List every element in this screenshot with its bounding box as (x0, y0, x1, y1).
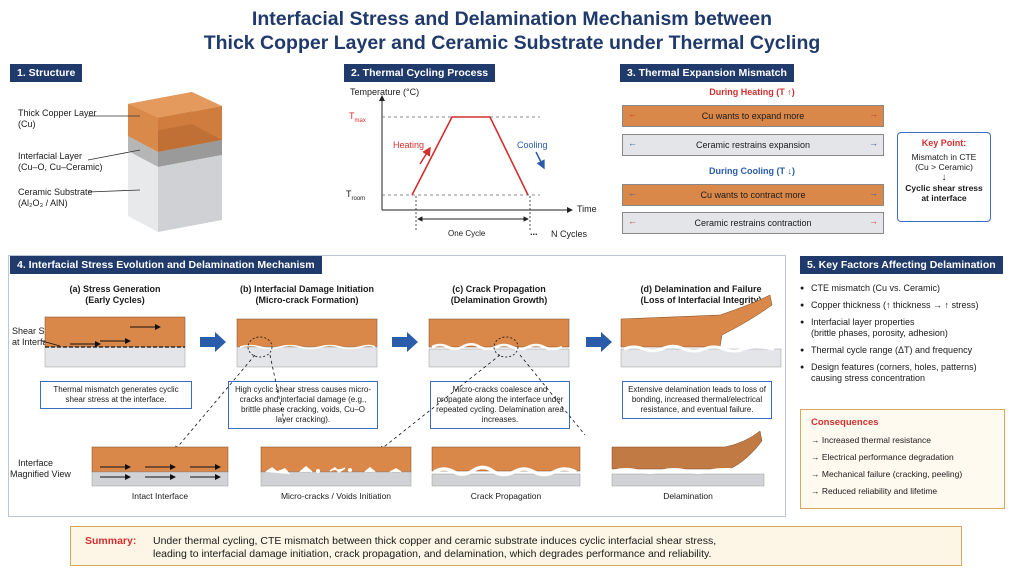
temperature-series (412, 117, 528, 195)
consequences-box: Consequences → Increased thermal resista… (800, 409, 1005, 509)
consequence-item: → Reduced reliability and lifetime (811, 486, 994, 496)
cooling-title: During Cooling (T ↓) (622, 166, 882, 177)
key-factor-line: Thermal cycle range (ΔT) and frequency (811, 345, 1020, 356)
cooling-cu-bar: ← Cu wants to contract more → (622, 184, 884, 206)
cu-label-1: Thick Copper Layer (18, 108, 97, 119)
dots-label: ... (530, 227, 538, 238)
key-factor-item: Thermal cycle range (ΔT) and frequency (800, 345, 1020, 356)
cu-label-2: (Cu) (18, 119, 36, 130)
key-factor-item: CTE mismatch (Cu vs. Ceramic) (800, 283, 1020, 294)
section-2-header: 2. Thermal Cycling Process (344, 64, 495, 82)
arrow-left-icon: ← (628, 109, 637, 119)
arrow-left-icon: ← (628, 216, 637, 226)
key-factor-item: Copper thickness (↑ thickness → ↑ stress… (800, 300, 1020, 311)
cooling-arrow (536, 152, 544, 168)
one-cycle-label: One Cycle (448, 228, 485, 239)
heating-cer-text: Ceramic restrains expansion (696, 140, 810, 150)
summary-line-1: Under thermal cycling, CTE mismatch betw… (153, 535, 716, 548)
heating-cu-text: Cu wants to expand more (702, 111, 805, 121)
key-factor-line: (brittle phases, porosity, adhesion) (811, 328, 1020, 339)
heating-label: Heating (393, 140, 424, 151)
arrow-down-icon: ↓ (898, 172, 990, 183)
heating-cu-bar: ← Cu wants to expand more → (622, 105, 884, 127)
thermal-cycle-chart (340, 82, 610, 242)
arrow-left-icon: ← (628, 138, 637, 148)
key-factor-item: Interfacial layer properties(brittle pha… (800, 317, 1020, 339)
key-point-l4: at interface (898, 193, 990, 203)
inter-label-1: Interfacial Layer (18, 151, 82, 162)
consequence-item: → Mechanical failure (cracking, peeling) (811, 469, 994, 479)
summary-label: Summary: (85, 535, 136, 547)
key-factor-line: Copper thickness (↑ thickness → ↑ stress… (811, 300, 1020, 311)
inter-label-2: (Cu–O, Cu–Ceramic) (18, 162, 103, 173)
arrow-right-icon: → (869, 109, 878, 119)
tmax-label: Tmax (349, 111, 366, 127)
title-line-1: Interfacial Stress and Delamination Mech… (0, 8, 1024, 31)
arrow-right-icon: → (869, 216, 878, 226)
cooling-cu-text: Cu wants to contract more (700, 190, 805, 200)
consequences-title: Consequences (811, 417, 994, 428)
key-point-l2: (Cu > Ceramic) (898, 162, 990, 172)
consequence-item: → Electrical performance degradation (811, 452, 994, 462)
title-line-2: Thick Copper Layer and Ceramic Substrate… (0, 32, 1024, 55)
temperature-line (412, 117, 528, 195)
heating-cer-bar: ← Ceramic restrains expansion → (622, 134, 884, 156)
n-cycles-label: N Cycles (551, 229, 587, 240)
key-factors-list: CTE mismatch (Cu vs. Ceramic) Copper thic… (800, 283, 1020, 390)
arrow-right-icon: → (869, 188, 878, 198)
key-point-l1: Mismatch in CTE (898, 152, 990, 162)
key-point-title: Key Point: (898, 138, 990, 148)
cooling-label: Cooling (517, 140, 548, 151)
cooling-cer-text: Ceramic restrains contraction (694, 218, 811, 228)
summary-line-2: leading to interfacial damage initiation… (153, 548, 711, 561)
time-axis-label: Time (577, 204, 597, 215)
cer-label-2: (Al₂O₃ / AlN) (18, 198, 68, 209)
key-factor-item: Design features (corners, holes, pattern… (800, 362, 1020, 384)
arrow-left-icon: ← (628, 188, 637, 198)
section-5-header: 5. Key Factors Affecting Delamination (800, 256, 1003, 274)
key-point-l3: Cyclic shear stress (898, 183, 990, 193)
summary-box: Summary: Under thermal cycling, CTE mism… (70, 526, 962, 566)
key-factor-line: CTE mismatch (Cu vs. Ceramic) (811, 283, 1020, 294)
key-point-box: Key Point: Mismatch in CTE (Cu > Ceramic… (897, 132, 991, 222)
section-1-header: 1. Structure (10, 64, 82, 82)
cer-label-1: Ceramic Substrate (18, 187, 93, 198)
troom-label: Troom (346, 189, 365, 205)
arrow-right-icon: → (869, 138, 878, 148)
key-factor-line: Interfacial layer properties (811, 317, 1020, 328)
heating-title: During Heating (T ↑) (622, 87, 882, 98)
consequence-item: → Increased thermal resistance (811, 435, 994, 445)
section-3-header: 3. Thermal Expansion Mismatch (620, 64, 794, 82)
mechanism-drawing (0, 255, 790, 517)
key-factor-line: Design features (corners, holes, pattern… (811, 362, 1020, 373)
key-factor-line: causing stress concentration (811, 373, 1020, 384)
cooling-cer-bar: ← Ceramic restrains contraction → (622, 212, 884, 234)
